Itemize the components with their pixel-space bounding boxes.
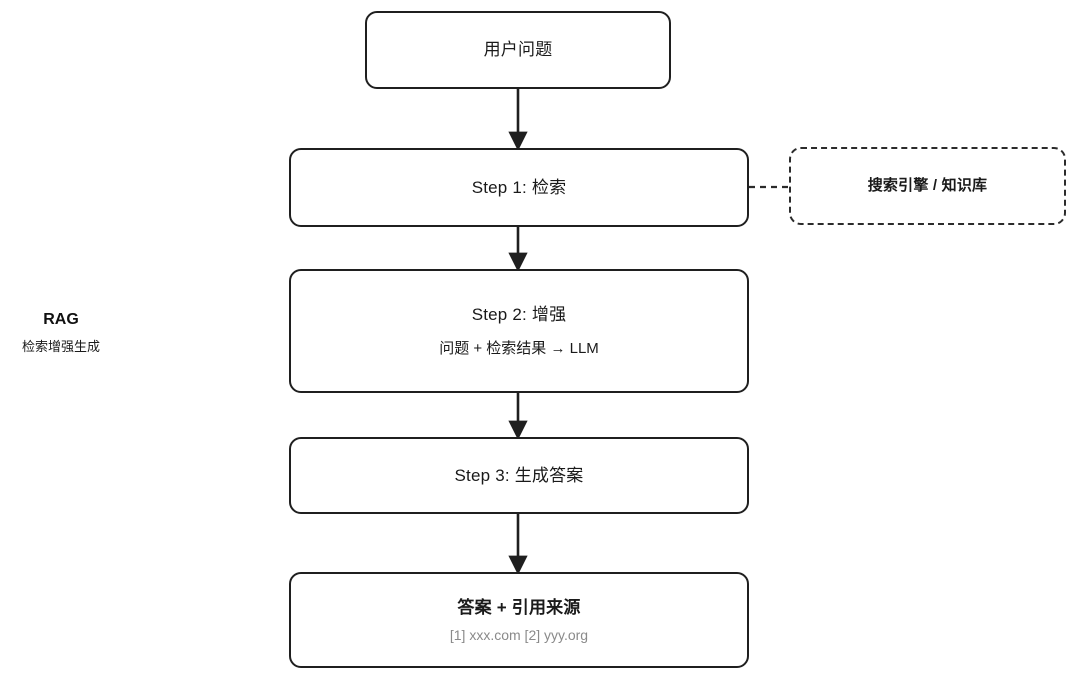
node-answer-label: 答案 + 引用来源: [457, 597, 581, 617]
rag-caption: RAG 检索增强生成: [0, 310, 122, 355]
node-answer-citations: [1] xxx.com [2] yyy.org: [449, 627, 589, 644]
rag-subtitle: 检索增强生成: [21, 339, 100, 354]
rag-title: RAG: [43, 311, 79, 328]
node-user-question-label: 用户问题: [483, 40, 553, 60]
node-search-engine-knowledge-base[interactable]: 搜索引擎 / 知识库: [789, 147, 1066, 225]
node-step2-sublabel: 问题 + 检索结果 → LLM: [439, 340, 599, 358]
node-step3-label: Step 3: 生成答案: [454, 465, 584, 485]
node-step3-generate-answer[interactable]: Step 3: 生成答案: [289, 437, 749, 514]
node-source-label: 搜索引擎 / 知识库: [867, 176, 988, 194]
node-answer-with-citations[interactable]: 答案 + 引用来源 [1] xxx.com [2] yyy.org: [289, 572, 749, 668]
node-user-question[interactable]: 用户问题: [365, 11, 671, 89]
node-step2-label: Step 2: 增强: [471, 304, 567, 324]
node-step2-augment[interactable]: Step 2: 增强 问题 + 检索结果 → LLM: [289, 269, 749, 393]
node-step1-label: Step 1: 检索: [471, 177, 567, 197]
node-step1-retrieve[interactable]: Step 1: 检索: [289, 148, 749, 227]
